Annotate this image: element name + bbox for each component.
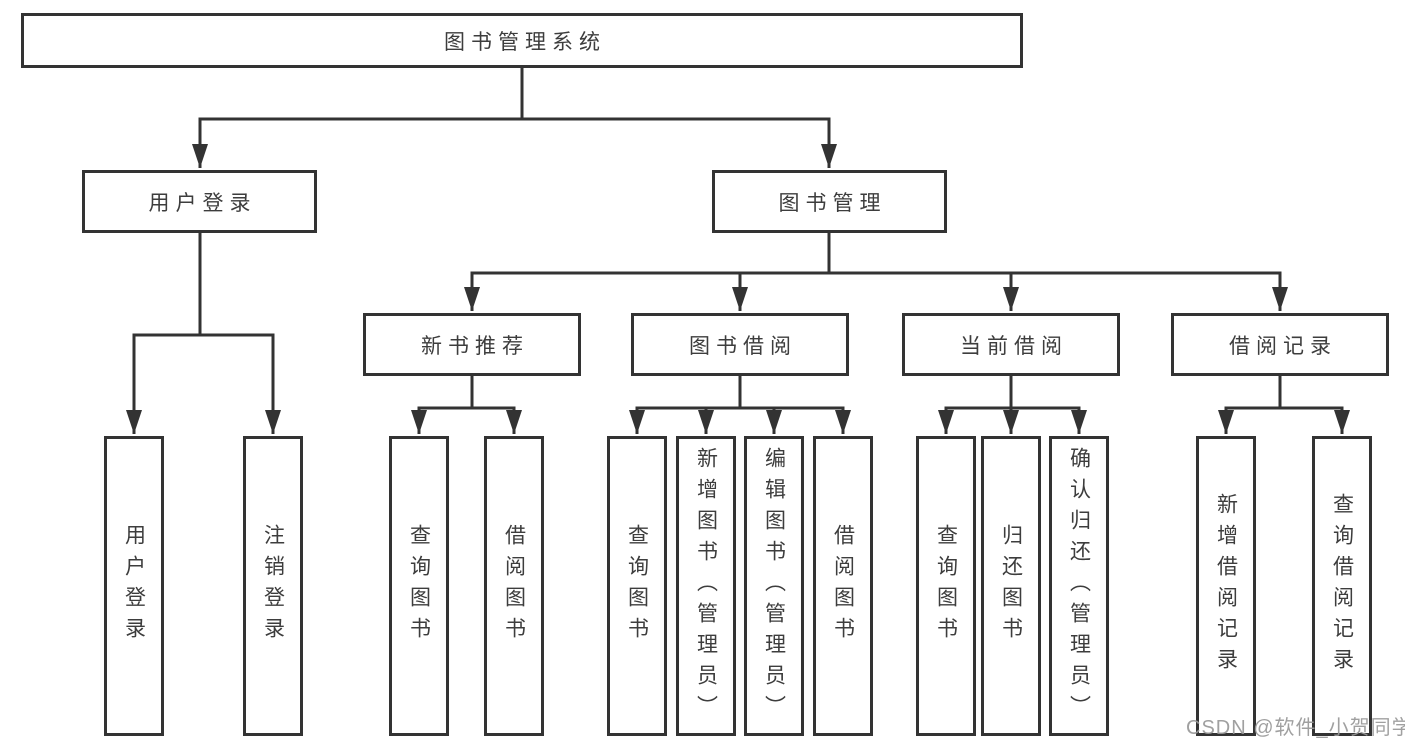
leaf-query-books-borrow: 查询图书 [607,436,667,736]
node-book-management: 图书管理 [712,170,947,233]
node-new-book-recommend: 新书推荐 [363,313,581,376]
node-user-login-label: 用户登录 [148,191,257,215]
node-current-borrow: 当前借阅 [902,313,1120,376]
leaf-borrow-books-recommend: 借阅图书 [484,436,544,736]
leaf-borrow-books: 借阅图书 [813,436,873,736]
node-library-system: 图书管理系统 [21,13,1023,68]
leaf-confirm-return-admin: 确认归还（管理员） [1049,436,1109,736]
leaf-user-login: 用户登录 [104,436,164,736]
node-book-management-label: 图书管理 [778,191,887,215]
leaf-return-books: 归还图书 [981,436,1041,736]
leaf-logout: 注销登录 [243,436,303,736]
node-library-system-label: 图书管理系统 [444,30,606,54]
node-borrow-records-label: 借阅记录 [1229,334,1337,358]
leaf-query-borrow-record: 查询借阅记录 [1312,436,1372,736]
leaf-add-borrow-record: 新增借阅记录 [1196,436,1256,736]
leaf-query-books-current: 查询图书 [916,436,976,736]
leaf-add-book-admin: 新增图书（管理员） [676,436,736,736]
node-current-borrow-label: 当前借阅 [960,334,1068,358]
node-book-borrow-label: 图书借阅 [689,334,797,358]
node-borrow-records: 借阅记录 [1171,313,1389,376]
node-user-login: 用户登录 [82,170,317,233]
node-new-book-recommend-label: 新书推荐 [421,334,529,358]
node-book-borrow: 图书借阅 [631,313,849,376]
leaf-query-books-recommend: 查询图书 [389,436,449,736]
leaf-edit-book-admin: 编辑图书（管理员） [744,436,804,736]
